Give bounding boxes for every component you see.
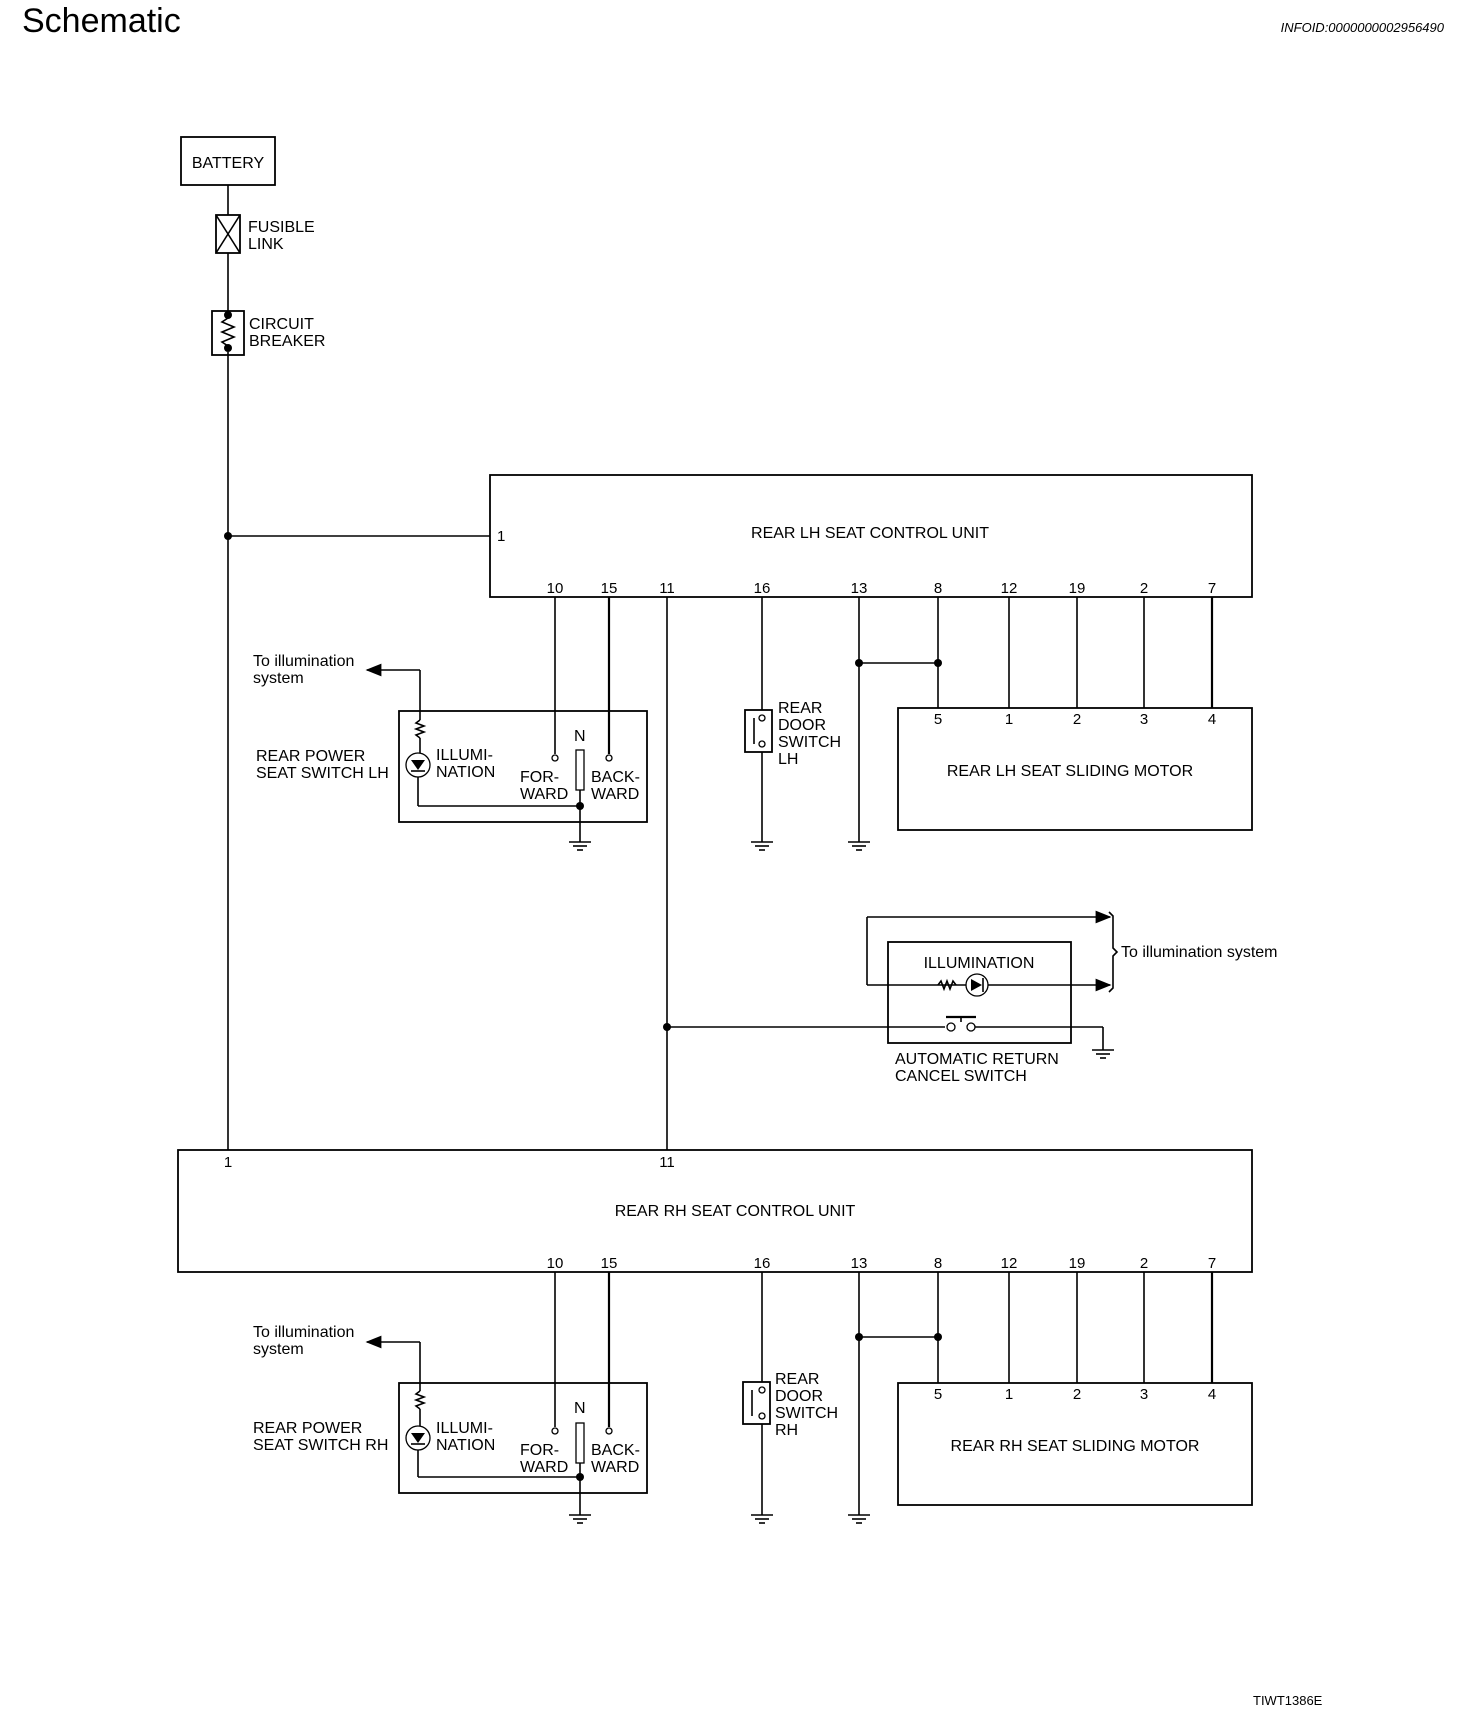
lh-forward-label-2: WARD bbox=[520, 786, 568, 803]
lh-pin-11: 11 bbox=[659, 580, 675, 597]
rh-to-illum-1: To illumination bbox=[253, 1324, 354, 1341]
rh-to-illum-2: system bbox=[253, 1341, 304, 1358]
figure-id: TIWT1386E bbox=[1253, 1693, 1323, 1708]
cancel-switch-name-2: CANCEL SWITCH bbox=[895, 1068, 1027, 1085]
fusible-link-label-2: LINK bbox=[248, 236, 284, 253]
cancel-to-illum-label: To illumination system bbox=[1121, 944, 1278, 961]
rh-door-switch-label-3: SWITCH bbox=[775, 1405, 838, 1422]
info-id: INFOID:0000000002956490 bbox=[1280, 20, 1444, 35]
lh-pin-13: 13 bbox=[851, 580, 868, 597]
rh-door-switch-label-4: RH bbox=[775, 1422, 798, 1439]
lh-motor-pin-2: 2 bbox=[1073, 711, 1081, 728]
lh-motor-pin-5: 5 bbox=[934, 711, 942, 728]
rh-control-unit-label: REAR RH SEAT CONTROL UNIT bbox=[615, 1203, 856, 1220]
lh-backward-label-1: BACK- bbox=[591, 769, 640, 786]
cancel-illum-label: ILLUMINATION bbox=[924, 955, 1035, 972]
page-title: Schematic bbox=[22, 2, 181, 40]
rh-pin-15: 15 bbox=[601, 1255, 618, 1272]
rh-illum-label-1: ILLUMI- bbox=[436, 1420, 493, 1437]
rh-pin-13: 13 bbox=[851, 1255, 868, 1272]
lh-door-switch-label-1: REAR bbox=[778, 700, 822, 717]
rh-neutral-label: N bbox=[574, 1400, 586, 1417]
rh-motor-label: REAR RH SEAT SLIDING MOTOR bbox=[951, 1438, 1200, 1455]
rh-ground-door bbox=[751, 1514, 773, 1524]
rh-door-switch-label-1: REAR bbox=[775, 1371, 819, 1388]
lh-to-illum-1: To illumination bbox=[253, 653, 354, 670]
lh-sliding-motor: 5 1 2 3 4 REAR LH SEAT SLIDING MOTOR bbox=[897, 707, 1253, 831]
lh-door-switch-label-4: LH bbox=[778, 751, 798, 768]
lh-motor-pin-1: 1 bbox=[1005, 711, 1013, 728]
rh-door-switch: REAR DOOR SWITCH RH bbox=[742, 1371, 838, 1439]
lh-door-switch: REAR DOOR SWITCH LH bbox=[744, 700, 841, 768]
lh-ground-door bbox=[751, 841, 773, 851]
rh-pin-1: 1 bbox=[224, 1154, 232, 1171]
rh-motor-pin-4: 4 bbox=[1208, 1386, 1216, 1403]
battery-label: BATTERY bbox=[192, 155, 265, 172]
lh-to-illum-2: system bbox=[253, 670, 304, 687]
lh-motor-label: REAR LH SEAT SLIDING MOTOR bbox=[947, 763, 1193, 780]
rh-pin-12: 12 bbox=[1001, 1255, 1018, 1272]
rh-motor-pin-3: 3 bbox=[1140, 1386, 1148, 1403]
lh-neutral-label: N bbox=[574, 728, 586, 745]
lh-pin-power: 1 bbox=[497, 528, 505, 545]
lh-ground-13 bbox=[848, 841, 870, 851]
auto-return-cancel-switch: ILLUMINATION To illumination system AUTO… bbox=[663, 910, 1278, 1085]
rh-backward-label-1: BACK- bbox=[591, 1442, 640, 1459]
lh-pin-8: 8 bbox=[934, 580, 942, 597]
lh-pin-15: 15 bbox=[601, 580, 618, 597]
lh-switch-name-1: REAR POWER bbox=[256, 748, 365, 765]
rh-switch-name-1: REAR POWER bbox=[253, 1420, 362, 1437]
rh-power-seat-switch: To illumination system ILLUMI- NATION FO… bbox=[253, 1324, 648, 1524]
rh-pin-16: 16 bbox=[754, 1255, 771, 1272]
lh-power-seat-switch: To illumination system ILLUMI- NATION FO… bbox=[253, 653, 648, 851]
lh-door-switch-label-3: SWITCH bbox=[778, 734, 841, 751]
lh-switch-name-2: SEAT SWITCH LH bbox=[256, 765, 389, 782]
rh-door-switch-label-2: DOOR bbox=[775, 1388, 823, 1405]
lh-motor-pin-3: 3 bbox=[1140, 711, 1148, 728]
rh-motor-pin-1: 1 bbox=[1005, 1386, 1013, 1403]
rh-switch-name-2: SEAT SWITCH RH bbox=[253, 1437, 388, 1454]
rh-control-unit: 1 11 REAR RH SEAT CONTROL UNIT 10 15 16 … bbox=[177, 1149, 1253, 1273]
lh-pin-12: 12 bbox=[1001, 580, 1018, 597]
rh-pin-8: 8 bbox=[934, 1255, 942, 1272]
lh-pin-19: 19 bbox=[1069, 580, 1086, 597]
fusible-link-label-1: FUSIBLE bbox=[248, 219, 315, 236]
lh-pin-7: 7 bbox=[1208, 580, 1216, 597]
rh-backward-label-2: WARD bbox=[591, 1459, 639, 1476]
battery: BATTERY bbox=[180, 136, 276, 186]
lh-door-switch-label-2: DOOR bbox=[778, 717, 826, 734]
lh-forward-label-1: FOR- bbox=[520, 769, 559, 786]
rh-motor-pin-5: 5 bbox=[934, 1386, 942, 1403]
circuit-breaker: CIRCUIT BREAKER bbox=[211, 310, 325, 356]
rh-pin-7: 7 bbox=[1208, 1255, 1216, 1272]
rh-pin-2: 2 bbox=[1140, 1255, 1148, 1272]
cancel-switch-name-1: AUTOMATIC RETURN bbox=[895, 1051, 1059, 1068]
rh-forward-label-2: WARD bbox=[520, 1459, 568, 1476]
lh-control-unit: REAR LH SEAT CONTROL UNIT 1 10 15 11 16 … bbox=[489, 474, 1253, 598]
lh-motor-pin-4: 4 bbox=[1208, 711, 1216, 728]
rh-pin-10: 10 bbox=[547, 1255, 564, 1272]
lh-illum-label-2: NATION bbox=[436, 764, 495, 781]
lh-illum-label-1: ILLUMI- bbox=[436, 747, 493, 764]
circuit-breaker-label-2: BREAKER bbox=[249, 333, 325, 350]
rh-pin-11: 11 bbox=[659, 1154, 675, 1171]
fusible-link: FUSIBLE LINK bbox=[215, 214, 315, 254]
circuit-breaker-label-1: CIRCUIT bbox=[249, 316, 314, 333]
rh-forward-label-1: FOR- bbox=[520, 1442, 559, 1459]
lh-pin-16: 16 bbox=[754, 580, 771, 597]
lh-backward-label-2: WARD bbox=[591, 786, 639, 803]
rh-ground-13 bbox=[848, 1514, 870, 1524]
lh-pin-10: 10 bbox=[547, 580, 564, 597]
rh-pin-19: 19 bbox=[1069, 1255, 1086, 1272]
rh-motor-pin-2: 2 bbox=[1073, 1386, 1081, 1403]
lh-pin-2: 2 bbox=[1140, 580, 1148, 597]
rh-sliding-motor: 5 1 2 3 4 REAR RH SEAT SLIDING MOTOR bbox=[897, 1382, 1253, 1506]
rh-illum-label-2: NATION bbox=[436, 1437, 495, 1454]
lh-control-unit-label: REAR LH SEAT CONTROL UNIT bbox=[751, 525, 989, 542]
